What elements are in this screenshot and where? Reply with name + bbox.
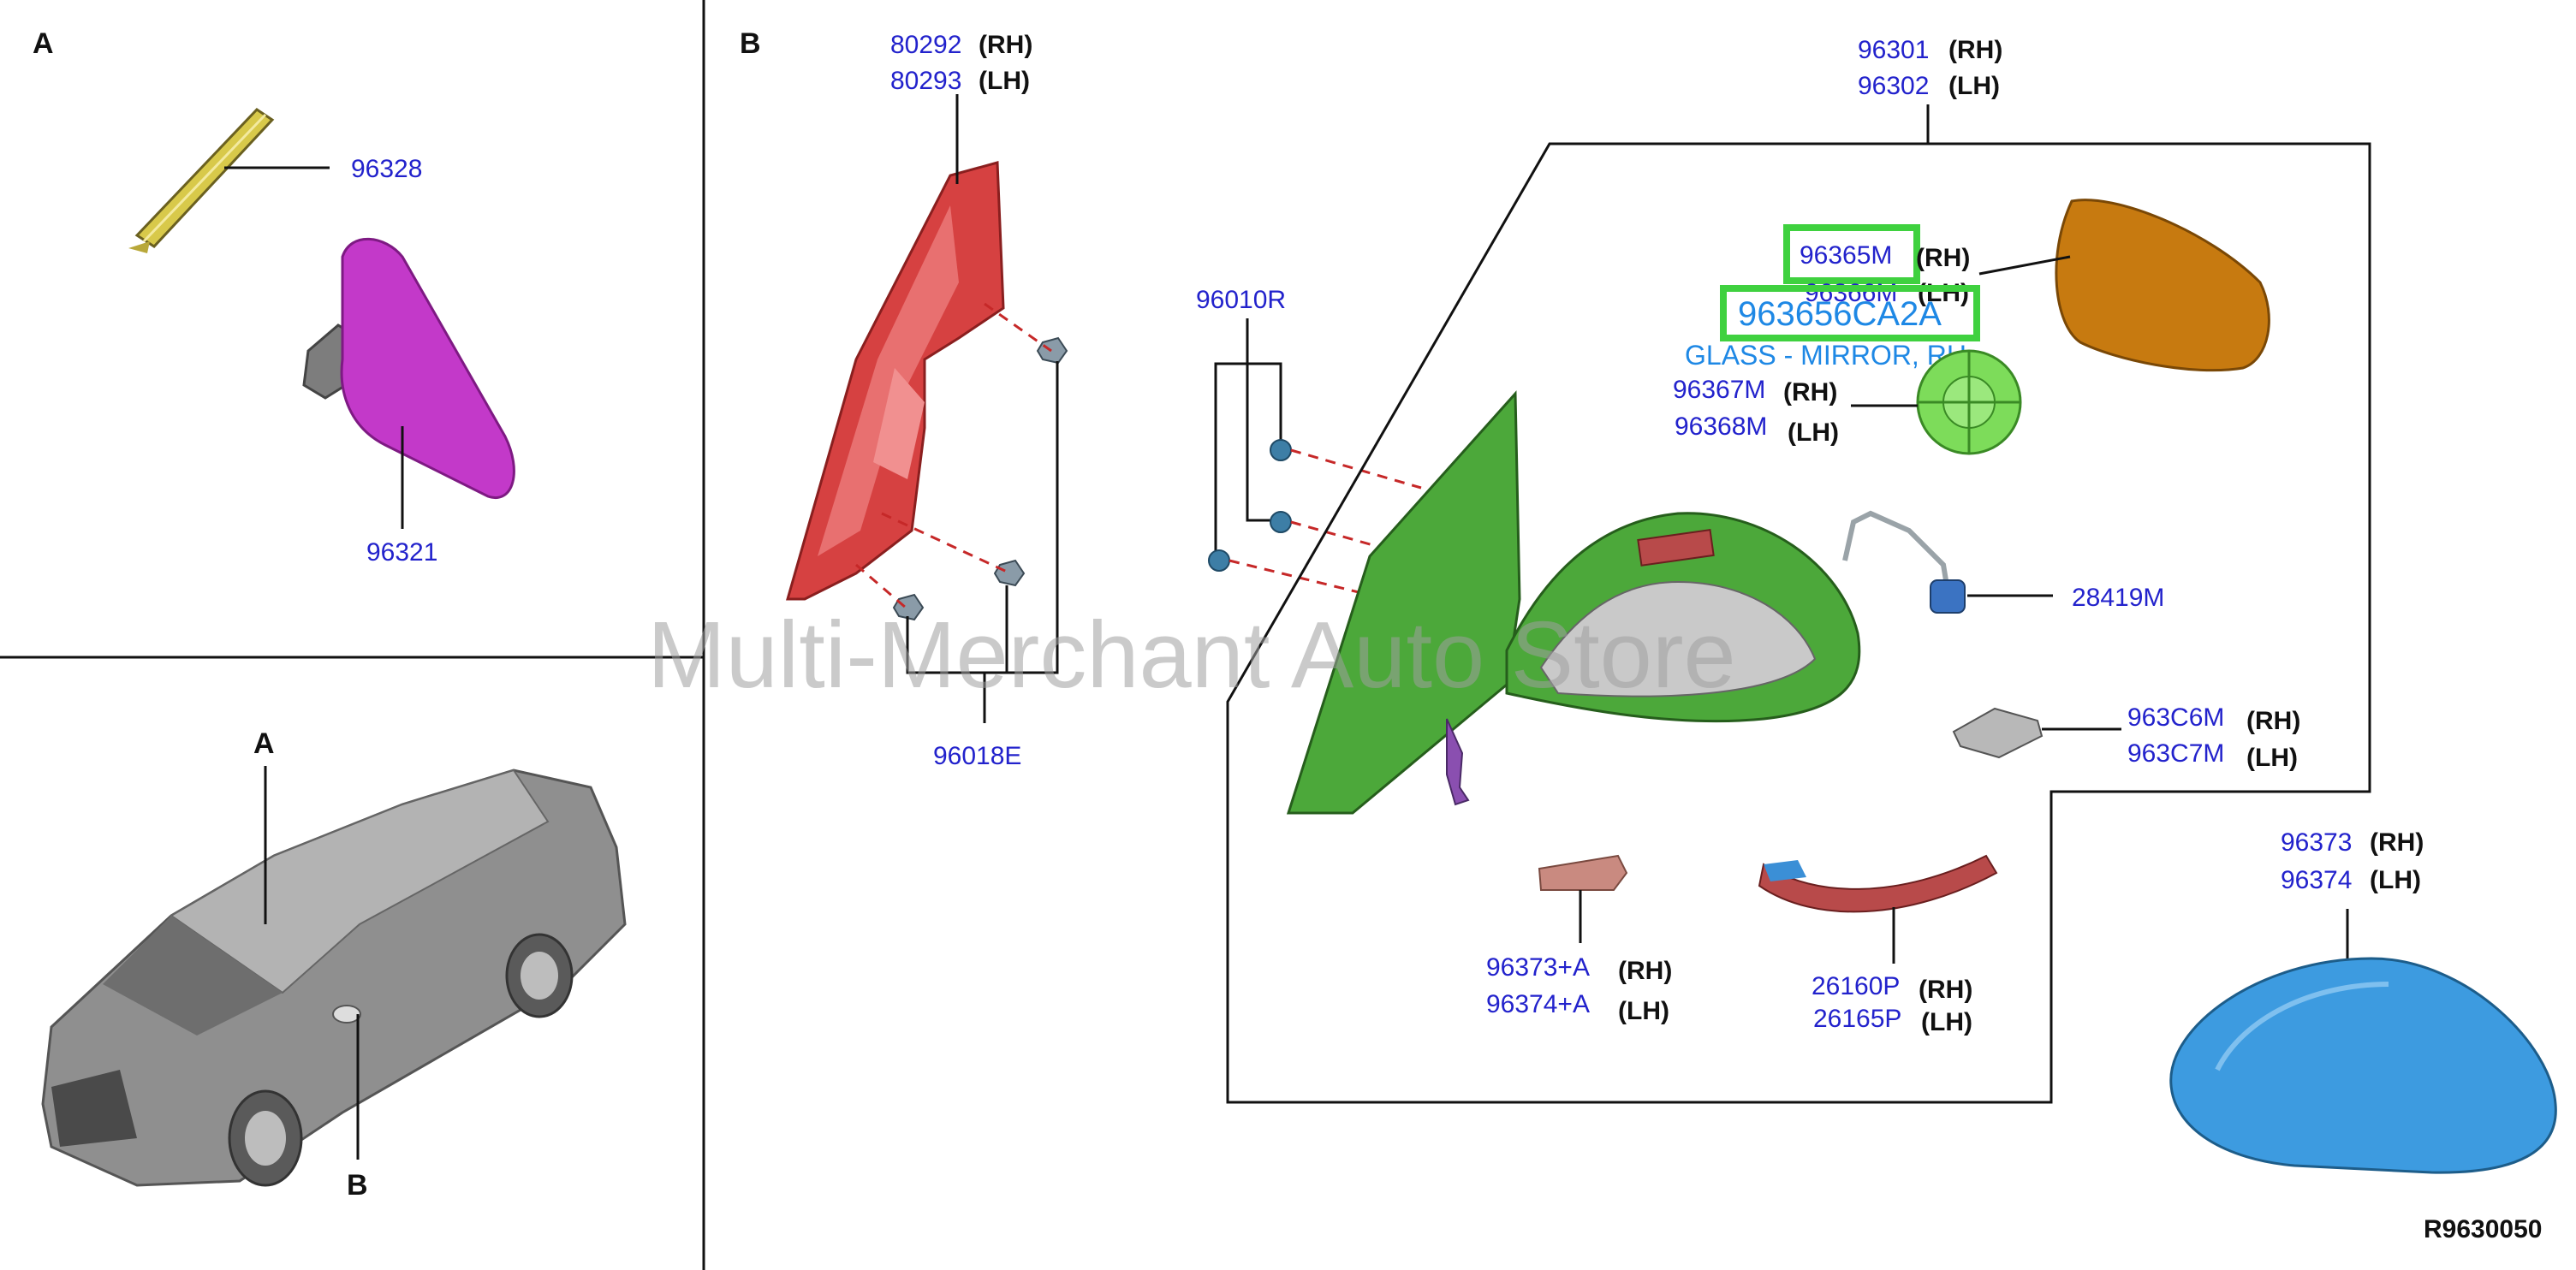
highlight-part-code[interactable]: 963656CA2A (1738, 295, 1942, 333)
diagram-reference: R9630050 (2424, 1215, 2542, 1243)
side-96374: (LH) (2370, 866, 2421, 894)
side-963C6M: (RH) (2246, 707, 2300, 735)
part-number-96368M[interactable]: 96368M (1675, 412, 1767, 441)
leader-96365M (1978, 255, 2071, 276)
part-number-28419M[interactable]: 28419M (2072, 584, 2164, 612)
turn-signal-part[interactable] (1758, 854, 1998, 913)
car-label-a: A (253, 727, 275, 760)
leader-96010R (1214, 318, 1282, 558)
side-80292: (RH) (979, 31, 1032, 59)
part-number-80293[interactable]: 80293 (890, 67, 961, 95)
part-number-96365M[interactable]: 96365M (1800, 241, 1892, 270)
side-96301: (RH) (1948, 36, 2002, 64)
part-number-96328[interactable]: 96328 (351, 155, 422, 183)
part-number-26165P[interactable]: 26165P (1813, 1005, 1901, 1033)
dash-lines-96018E (855, 302, 1052, 609)
side-96366M: (LH) (1918, 279, 1969, 307)
part-number-96373[interactable]: 96373 (2281, 828, 2352, 857)
car-label-b: B (347, 1169, 368, 1202)
section-label-a: A (33, 27, 54, 60)
mirror-housing-part[interactable] (1286, 390, 1861, 815)
part-number-96010R[interactable]: 96010R (1196, 286, 1286, 314)
car-illustration (41, 769, 627, 1187)
mirror-inner-cover-part[interactable] (786, 161, 1005, 601)
part-number-96367M[interactable]: 96367M (1673, 376, 1765, 404)
part-number-26160P[interactable]: 26160P (1812, 972, 1900, 1000)
side-96373A: (RH) (1618, 957, 1672, 985)
side-963C7M: (LH) (2246, 744, 2298, 772)
harness-part[interactable] (1842, 510, 1966, 614)
part-number-96366M[interactable]: 96366M (1805, 279, 1897, 307)
leader-96018E (906, 361, 1059, 723)
part-number-96374[interactable]: 96374 (2281, 866, 2352, 894)
part-number-96373A[interactable]: 96373+A (1486, 953, 1590, 982)
part-number-96018E[interactable]: 96018E (933, 742, 1021, 770)
highlight-box-code (1720, 285, 1980, 341)
lamp-part[interactable] (1538, 854, 1628, 891)
side-26165P: (LH) (1921, 1008, 1972, 1036)
part-number-96302[interactable]: 96302 (1858, 72, 1929, 100)
part-number-96301[interactable]: 96301 (1858, 36, 1929, 64)
screw-96010R[interactable] (1208, 439, 1292, 572)
part-number-963C7M[interactable]: 963C7M (2127, 739, 2224, 768)
side-96374A: (LH) (1618, 997, 1669, 1025)
assembly-outline-96301 (1226, 142, 2371, 1104)
side-26160P: (RH) (1919, 976, 1972, 1004)
bracket-part[interactable] (1952, 707, 2044, 759)
side-96367M: (RH) (1783, 378, 1837, 407)
side-80293: (LH) (979, 67, 1030, 95)
part-number-963C6M[interactable]: 963C6M (2127, 703, 2224, 732)
mirror-cover-part[interactable] (2169, 957, 2557, 1174)
part-number-80292[interactable]: 80292 (890, 31, 961, 59)
map-light-strip-part[interactable] (128, 108, 275, 253)
highlight-box-96365M (1783, 224, 1920, 284)
part-number-96321[interactable]: 96321 (366, 538, 437, 567)
part-number-96374A[interactable]: 96374+A (1486, 990, 1590, 1018)
rearview-mirror-part[interactable] (302, 237, 515, 500)
side-96365M: (RH) (1916, 244, 1970, 272)
screw-96018E[interactable] (892, 336, 1068, 621)
section-label-b: B (740, 27, 761, 60)
mirror-glass-part[interactable] (2055, 199, 2270, 372)
side-96302: (LH) (1948, 72, 2000, 100)
watermark: Multi-Merchant Auto Store (647, 602, 1736, 708)
highlight-part-description: GLASS - MIRROR, RH (1685, 340, 1966, 371)
side-96368M: (LH) (1788, 418, 1839, 447)
side-96373: (RH) (2370, 828, 2424, 857)
actuator-part[interactable] (1916, 349, 2022, 455)
